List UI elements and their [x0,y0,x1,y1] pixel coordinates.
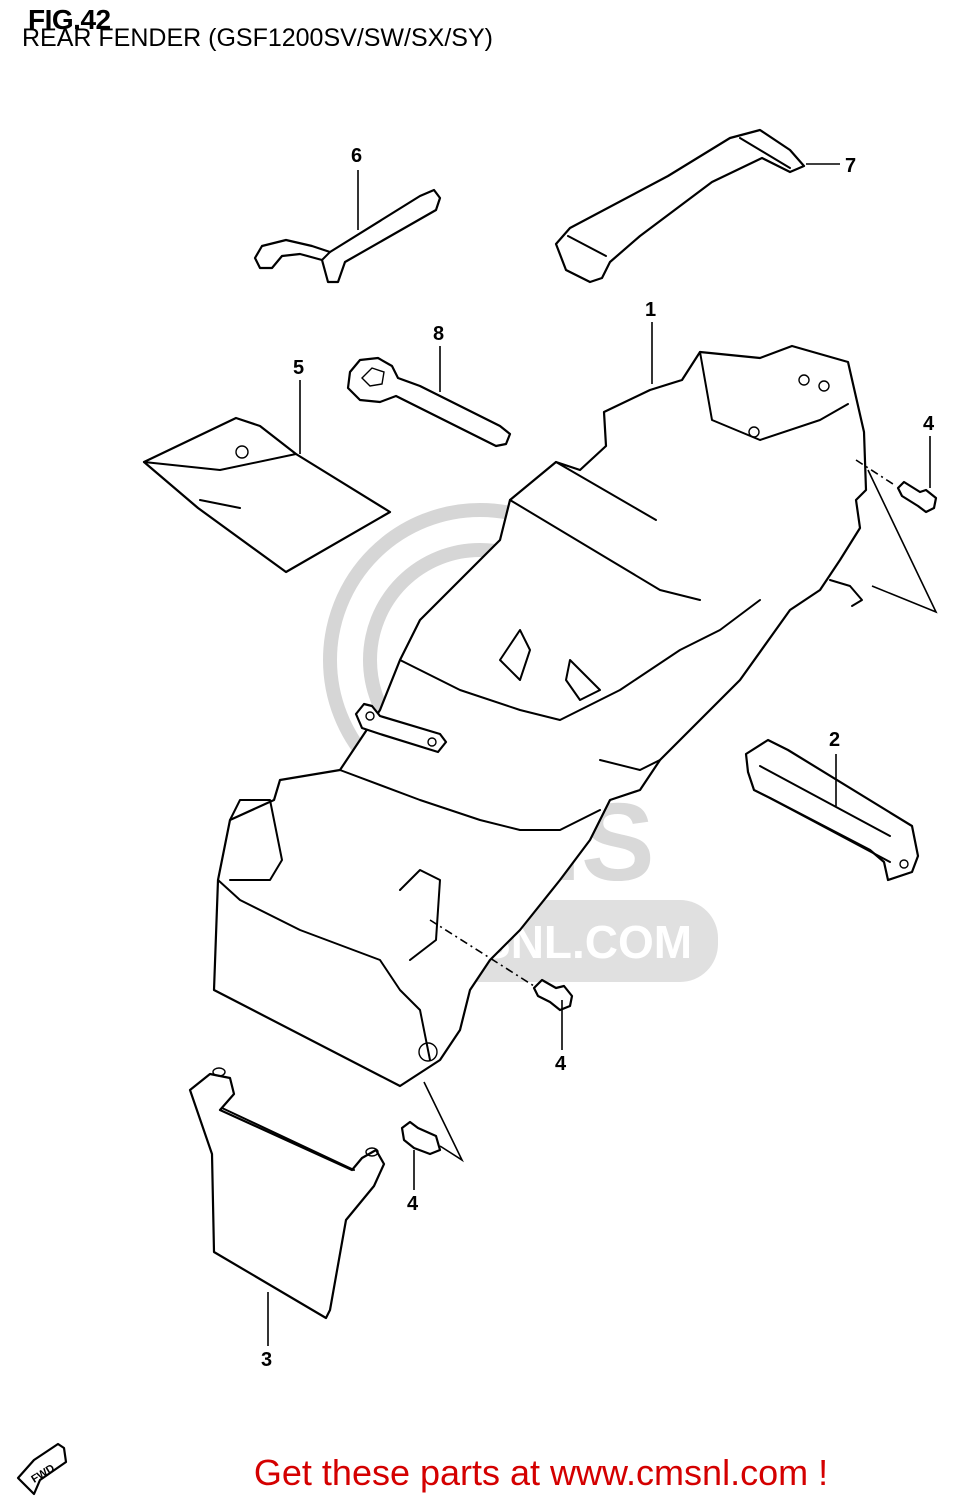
part-3-mudflap [188,1067,386,1320]
callout-6: 6 [351,145,362,167]
callout-5: 5 [293,357,304,379]
callout-4-upper: 4 [923,413,935,435]
part-2-bracket [744,738,920,882]
callout-1: 1 [645,299,656,321]
part-4-bolt-upper [855,459,938,614]
part-7-strap [554,128,806,284]
figure-title: FIG.42 [28,4,111,35]
callout-8: 8 [433,323,444,345]
callout-7: 7 [845,155,856,177]
part-1-rear-fender [212,344,868,1088]
callout-3: 3 [261,1349,272,1371]
callout-4-lower: 4 [407,1193,419,1215]
callout-4-middle: 4 [555,1053,567,1075]
promo-link-text[interactable]: Get these parts at www.cmsnl.com ! [253,1452,829,1493]
part-8-wrench [346,356,512,448]
callout-leaders [267,163,931,1346]
callout-labels: 6 7 8 1 5 4 2 4 4 3 [261,145,935,1371]
part-5-toolbag [142,416,392,574]
promo-banner[interactable]: Get these parts at www.cmsnl.com ! [0,1452,962,1494]
part-4-bolt-lower [400,1081,464,1163]
callout-2: 2 [829,729,840,751]
inner-bracket [354,702,448,754]
part-6-spanner [253,188,442,284]
figure-subtitle: REAR FENDER (GSF1200SV/SW/SX/SY) [22,24,493,52]
